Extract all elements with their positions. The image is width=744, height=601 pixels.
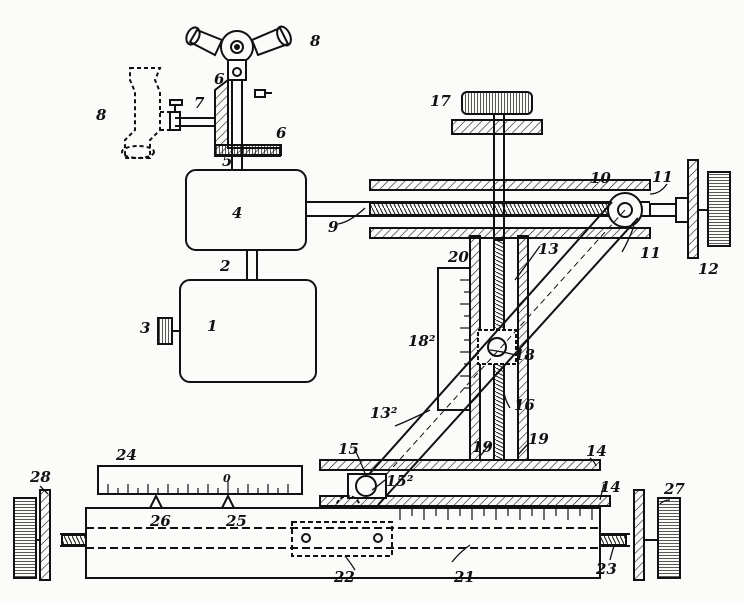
label-27: 27 bbox=[663, 480, 685, 498]
scale-20 bbox=[437, 267, 471, 411]
label-17: 17 bbox=[430, 92, 451, 110]
label-15b: 15² bbox=[386, 472, 414, 490]
label-1: 1 bbox=[207, 317, 217, 335]
label-14a: 14 bbox=[586, 442, 607, 460]
label-3: 3 bbox=[140, 319, 150, 337]
scale-zero-mark: 0 bbox=[223, 472, 231, 485]
label-14b: 14 bbox=[600, 478, 621, 496]
label-24: 24 bbox=[115, 446, 137, 464]
label-13b: 13² bbox=[370, 404, 398, 422]
label-7: 7 bbox=[194, 94, 205, 112]
label-19b: 19 bbox=[528, 430, 549, 448]
label-5: 5 bbox=[222, 152, 232, 170]
label-22: 22 bbox=[333, 568, 355, 586]
label-26: 26 bbox=[149, 512, 171, 530]
box-4 bbox=[185, 169, 307, 251]
label-2: 2 bbox=[219, 257, 230, 275]
label-10: 10 bbox=[590, 169, 611, 187]
label-20: 20 bbox=[447, 248, 469, 266]
label-18b: 18² bbox=[408, 332, 436, 350]
label-6b: 6 bbox=[276, 124, 287, 142]
label-25: 25 bbox=[225, 512, 247, 530]
label-23: 23 bbox=[595, 560, 617, 578]
label-8a: 8 bbox=[96, 106, 107, 124]
label-15a: 15 bbox=[338, 440, 359, 458]
knob-17 bbox=[461, 91, 533, 115]
label-4: 4 bbox=[232, 204, 242, 222]
label-19a: 19 bbox=[472, 438, 493, 456]
label-11b: 11 bbox=[640, 244, 661, 262]
label-8b: 8 bbox=[310, 32, 321, 50]
label-16: 16 bbox=[514, 396, 535, 414]
diagonal-bar-13 bbox=[354, 201, 639, 506]
gear-bracket bbox=[214, 77, 282, 157]
label-9: 9 bbox=[328, 218, 339, 236]
label-28: 28 bbox=[29, 468, 51, 486]
scale-24 bbox=[97, 465, 303, 495]
label-18a: 18 bbox=[514, 346, 535, 364]
optical-head bbox=[185, 25, 292, 81]
label-12: 12 bbox=[698, 260, 719, 278]
dashed-eyepiece bbox=[121, 67, 172, 159]
label-6a: 6 bbox=[214, 70, 225, 88]
label-21: 21 bbox=[453, 568, 475, 586]
box-1 bbox=[179, 279, 317, 383]
label-11a: 11 bbox=[652, 168, 673, 186]
label-13a: 13 bbox=[538, 240, 559, 258]
